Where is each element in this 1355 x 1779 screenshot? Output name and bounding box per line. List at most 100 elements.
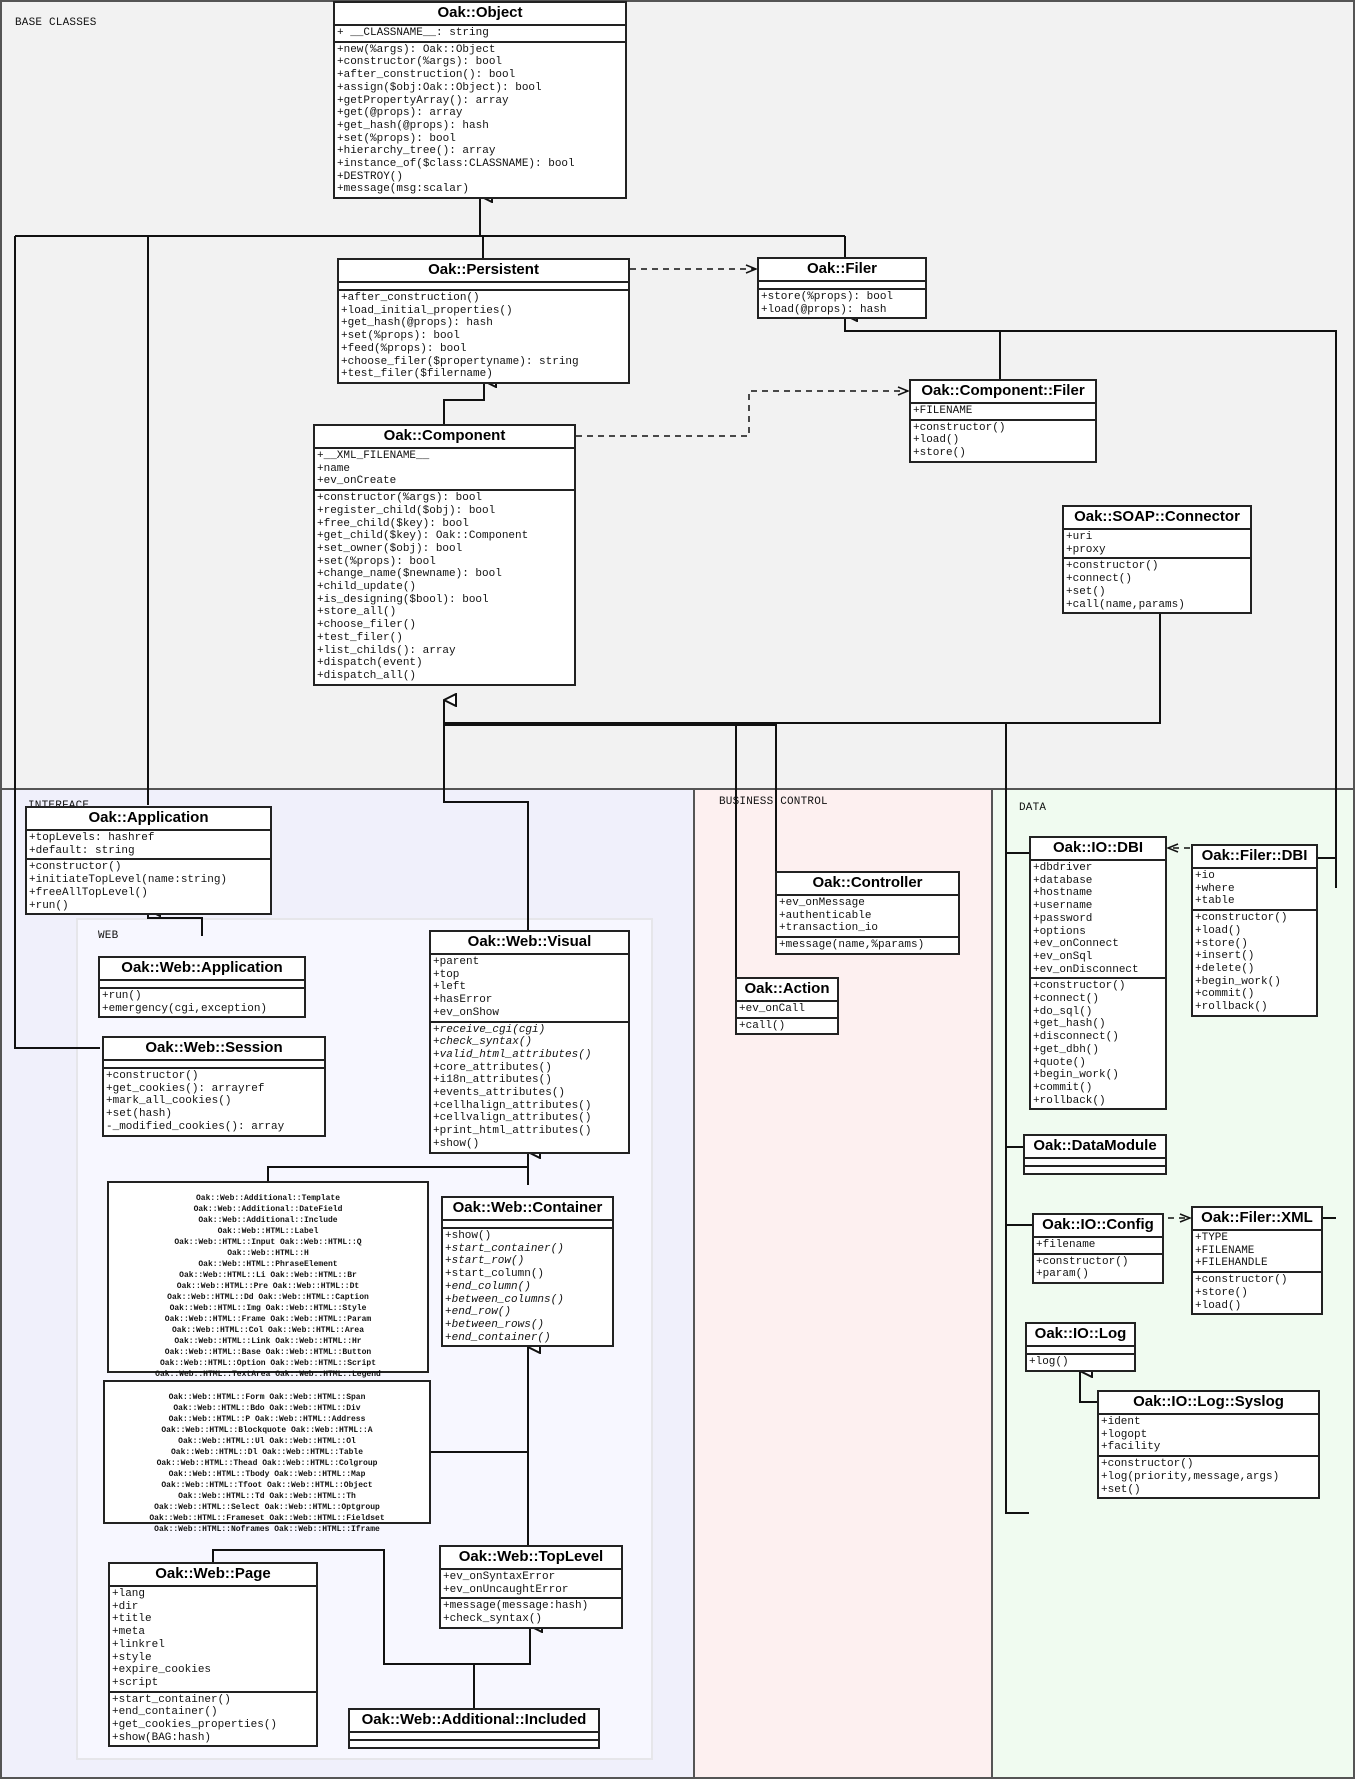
note-html-elements-2: Oak::Web::HTML::Form Oak::Web::HTML::Spa… xyxy=(103,1380,431,1534)
class-oak-application[interactable]: Oak::Application+topLevels: hashref+defa… xyxy=(25,806,272,916)
class-methods-section: +constructor()+store()+load() xyxy=(1193,1273,1321,1313)
class-name: Oak::SOAP::Connector xyxy=(1064,507,1250,530)
class-oak-io-log-syslog[interactable]: Oak::IO::Log::Syslog+ident+logopt+facili… xyxy=(1097,1390,1320,1500)
class-method: +call() xyxy=(739,1019,786,1032)
class-name: Oak::Action xyxy=(737,979,837,1002)
class-oak-filer[interactable]: Oak::Filer+store(%props): bool+load(@pro… xyxy=(757,257,927,320)
package-base-classes: BASE CLASSES xyxy=(0,0,1355,790)
class-attributes-section: +FILENAME xyxy=(911,404,1095,421)
class-oak-web-application[interactable]: Oak::Web::Application+run()+emergency(cg… xyxy=(98,956,306,1019)
class-attribute: +FILEHANDLE xyxy=(1195,1257,1268,1270)
class-oak-web-session[interactable]: Oak::Web::Session+constructor()+get_cook… xyxy=(102,1036,326,1137)
class-oak-object[interactable]: Oak::Object+ __CLASSNAME__: string+new(%… xyxy=(333,1,627,200)
class-method: +cellhalign_attributes() xyxy=(433,1099,592,1112)
note-line: Oak::Web::HTML::Option Oak::Web::HTML::S… xyxy=(159,1359,377,1368)
class-method: +log(priority,message,args) xyxy=(1101,1470,1280,1483)
class-method: +constructor() xyxy=(1195,912,1288,925)
class-method: +constructor() xyxy=(106,1070,199,1082)
class-attributes-section xyxy=(104,1061,324,1069)
class-attribute: +ev_onSql xyxy=(1033,950,1093,963)
class-oak-persistent[interactable]: Oak::Persistent+after_construction()+loa… xyxy=(337,258,630,384)
class-oak-action[interactable]: Oak::Action+ev_onCall+call() xyxy=(735,977,839,1036)
class-method: +test_filer() xyxy=(317,631,403,644)
class-method: +initiateTopLevel(name:string) xyxy=(29,874,228,887)
class-method: +instance_of($class:CLASSNAME): bool xyxy=(337,158,575,171)
class-oak-component[interactable]: Oak::Component+__XML_FILENAME__+name+ev_… xyxy=(313,424,576,686)
class-method: +start_column() xyxy=(445,1268,545,1281)
class-attribute: +filename xyxy=(1036,1239,1096,1251)
class-method: +get(@props): array xyxy=(337,107,463,120)
note-line: Oak::Web::HTML::Dl Oak::Web::HTML::Table xyxy=(170,1448,364,1457)
class-attributes-section xyxy=(350,1733,598,1741)
class-attribute: +linkrel xyxy=(112,1638,165,1651)
class-oak-io-dbi[interactable]: Oak::IO::DBI+dbdriver+database+hostname+… xyxy=(1029,836,1167,1111)
class-attribute: +style xyxy=(112,1651,152,1664)
class-method: +i18n_attributes() xyxy=(433,1074,552,1087)
class-method: +choose_filer($propertyname): string xyxy=(341,355,579,368)
class-oak-filer-xml[interactable]: Oak::Filer::XML+TYPE+FILENAME+FILEHANDLE… xyxy=(1191,1206,1323,1316)
note-line: Oak::Web::HTML::Td Oak::Web::HTML::Th xyxy=(178,1492,356,1501)
class-methods-section: +constructor()+initiateTopLevel(name:str… xyxy=(27,860,270,913)
class-method: +get_dbh() xyxy=(1033,1043,1100,1056)
note-line: Oak::Web::HTML::Ul Oak::Web::HTML::Ol xyxy=(178,1437,356,1446)
class-method: +constructor() xyxy=(1101,1458,1194,1471)
class-method: +show() xyxy=(445,1230,492,1242)
class-attribute: +uri xyxy=(1066,531,1093,543)
class-attribute: +ev_onDisconnect xyxy=(1033,963,1139,976)
class-method: +after_construction(): bool xyxy=(337,69,516,82)
class-oak-web-toplevel[interactable]: Oak::Web::TopLevel+ev_onSyntaxError+ev_o… xyxy=(439,1545,623,1629)
class-method: +end_column() xyxy=(445,1280,531,1293)
class-name: Oak::Object xyxy=(335,3,625,26)
class-attributes-section: +lang+dir+title+meta+linkrel+style+expir… xyxy=(110,1587,316,1693)
class-attributes-section: + __CLASSNAME__: string xyxy=(335,26,625,43)
class-method: +valid_html_attributes() xyxy=(433,1048,592,1061)
class-method: +run() xyxy=(29,899,69,912)
class-method: +start_container() xyxy=(445,1242,564,1255)
class-method: +dispatch(event) xyxy=(317,657,423,670)
class-oak-filer-dbi[interactable]: Oak::Filer::DBI+io+where+table+construct… xyxy=(1191,844,1318,1017)
class-method: +getPropertyArray(): array xyxy=(337,94,509,107)
class-attribute: +default: string xyxy=(29,844,135,857)
class-method: +set(%props): bool xyxy=(317,555,436,568)
class-method: +set_owner($obj): bool xyxy=(317,542,463,555)
note-line: Oak::Web::HTML::Frame Oak::Web::HTML::Pa… xyxy=(164,1315,372,1324)
class-method: +set(%props): bool xyxy=(341,330,460,343)
class-method: +end_container() xyxy=(112,1706,218,1719)
class-method: +begin_work() xyxy=(1195,975,1281,988)
class-oak-web-additional-included[interactable]: Oak::Web::Additional::Included xyxy=(348,1708,600,1749)
class-name: Oak::Web::Page xyxy=(110,1564,316,1587)
class-attribute: +ev_onUncaughtError xyxy=(443,1583,569,1596)
class-attribute: +authenticable xyxy=(779,909,872,922)
class-oak-web-visual[interactable]: Oak::Web::Visual+parent+top+left+hasErro… xyxy=(429,930,630,1154)
class-oak-web-page[interactable]: Oak::Web::Page+lang+dir+title+meta+linkr… xyxy=(108,1562,318,1748)
class-oak-soap-connector[interactable]: Oak::SOAP::Connector+uri+proxy+construct… xyxy=(1062,505,1252,615)
class-attributes-section: +__XML_FILENAME__+name+ev_onCreate xyxy=(315,449,574,492)
class-method: +choose_filer() xyxy=(317,619,417,632)
class-attribute: +title xyxy=(112,1613,152,1626)
class-method: +load() xyxy=(1195,1299,1242,1312)
class-oak-datamodule[interactable]: Oak::DataModule xyxy=(1023,1134,1167,1175)
class-method: +test_filer($filername) xyxy=(341,368,493,381)
class-oak-io-config[interactable]: Oak::IO::Config+filename+constructor()+p… xyxy=(1032,1213,1164,1285)
class-method: +store() xyxy=(1195,937,1248,950)
class-method: +new(%args): Oak::Object xyxy=(337,43,496,56)
class-method: +delete() xyxy=(1195,962,1255,975)
class-methods-section: +constructor()+load()+store()+insert()+d… xyxy=(1193,911,1316,1015)
note-line: Oak::Web::HTML::Base Oak::Web::HTML::But… xyxy=(164,1348,372,1357)
class-oak-controller[interactable]: Oak::Controller+ev_onMessage+authenticab… xyxy=(775,871,960,955)
note-line: Oak::Web::HTML::Frameset Oak::Web::HTML:… xyxy=(149,1514,385,1523)
class-oak-web-container[interactable]: Oak::Web::Container+show()+start_contain… xyxy=(441,1196,614,1348)
class-name: Oak::IO::DBI xyxy=(1031,838,1165,861)
class-method: +rollback() xyxy=(1033,1094,1106,1107)
class-attribute: +name xyxy=(317,462,351,475)
package-label-data: DATA xyxy=(1019,802,1047,814)
note-line: Oak::Web::HTML::H xyxy=(227,1249,309,1258)
class-attribute: +dir xyxy=(112,1600,139,1613)
class-method: +get_hash(@props): hash xyxy=(337,119,489,132)
class-method: +register_child($obj): bool xyxy=(317,504,496,517)
class-oak-io-log[interactable]: Oak::IO::Log+log() xyxy=(1025,1322,1136,1372)
class-oak-component-filer[interactable]: Oak::Component::Filer+FILENAME+construct… xyxy=(909,379,1097,463)
class-methods-section: +constructor()+connect()+set()+call(name… xyxy=(1064,559,1250,612)
class-attributes-section xyxy=(759,282,925,290)
